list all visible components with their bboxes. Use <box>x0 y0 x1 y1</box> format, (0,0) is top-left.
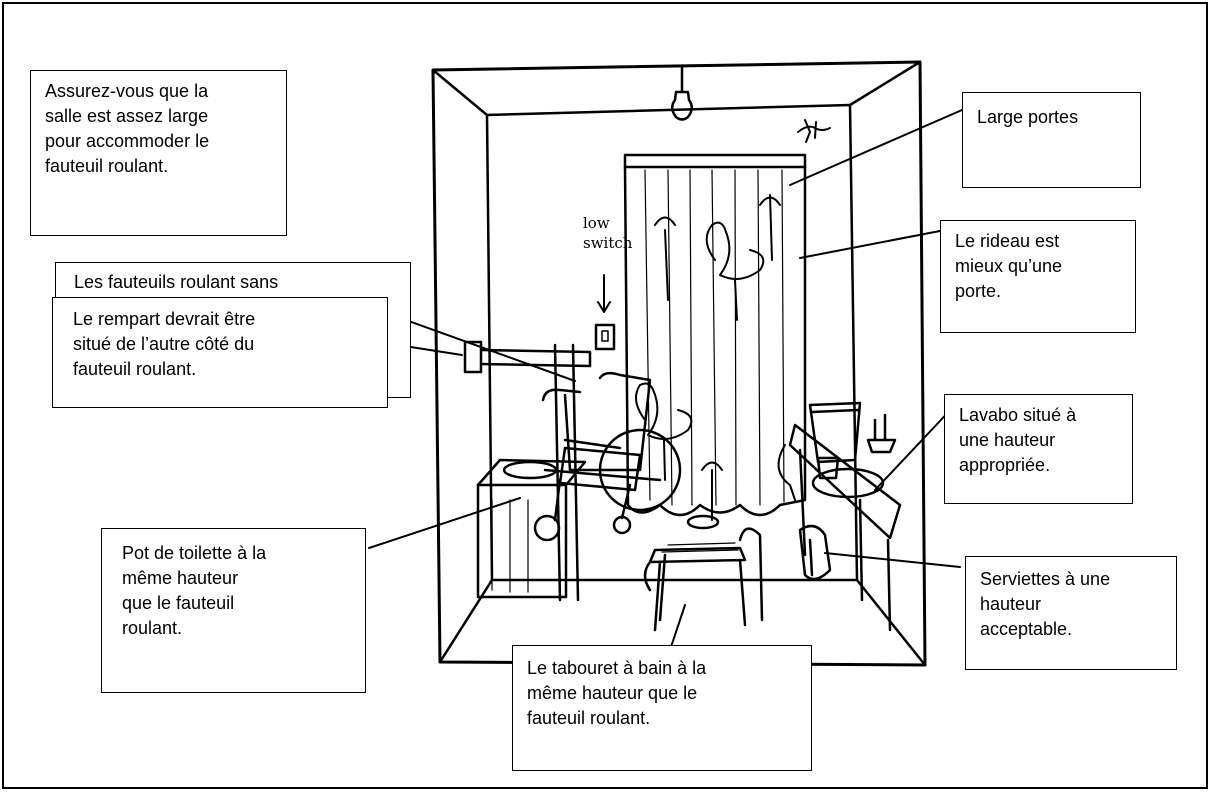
towel <box>798 524 832 581</box>
gecko-icon <box>797 119 831 143</box>
callout-grab-bar: Le rempart devrait être situé de l’autre… <box>52 297 388 408</box>
sink-basin <box>811 467 885 499</box>
callout-bath-stool: Le tabouret à bain à la même hauteur que… <box>512 645 812 771</box>
cup-icon <box>816 456 840 480</box>
grab-bar <box>479 348 592 368</box>
sink-table <box>788 423 902 632</box>
flamingo-icon <box>777 444 796 501</box>
callout-large-room: Assurez-vous que la salle est assez larg… <box>30 70 287 236</box>
wheelchair-wheel <box>598 428 682 512</box>
switch-arrow <box>597 274 611 313</box>
faucet-icon <box>866 413 897 454</box>
wheelchair-seat <box>558 446 642 492</box>
toilet-seat <box>502 460 558 480</box>
toilet-side-frame <box>553 343 580 602</box>
grab-bar-mount <box>463 340 483 374</box>
curtain-folds <box>644 169 785 506</box>
callout-wide-doors: Large portes <box>962 92 1141 188</box>
tulip-icon <box>654 216 676 301</box>
flamingo-icon <box>635 382 693 481</box>
tulip-icon <box>759 194 781 261</box>
light-switch <box>594 323 616 351</box>
ceiling-edge <box>431 68 489 117</box>
callout-curtain: Le rideau est mieux qu’une porte. <box>940 220 1136 333</box>
switch-label-line: switch <box>583 234 633 252</box>
callout-toilet-height: Pot de toilette à la même hauteur que le… <box>101 528 366 693</box>
ceiling-edge <box>848 60 922 107</box>
shower-curtain <box>623 165 807 517</box>
bath-stool <box>643 527 764 632</box>
floor-drain <box>686 514 720 530</box>
switch-label: low switch <box>583 214 633 252</box>
callout-towels: Serviettes à une hauteur acceptable. <box>965 556 1177 670</box>
light-bulb-icon <box>671 90 693 121</box>
switch-label-line: low <box>583 214 610 232</box>
curtain-rail <box>623 153 807 169</box>
callout-sink-height: Lavabo situé à une hauteur appropriée. <box>944 394 1133 504</box>
floor-edge <box>438 578 494 664</box>
sink-bucket <box>808 401 862 464</box>
toilet-base <box>476 483 568 599</box>
flamingo-icon <box>705 221 765 321</box>
room-back-wall <box>485 103 859 582</box>
tulip-icon <box>701 461 723 521</box>
wheelchair-caster <box>612 515 632 535</box>
wheelchair <box>541 371 662 482</box>
